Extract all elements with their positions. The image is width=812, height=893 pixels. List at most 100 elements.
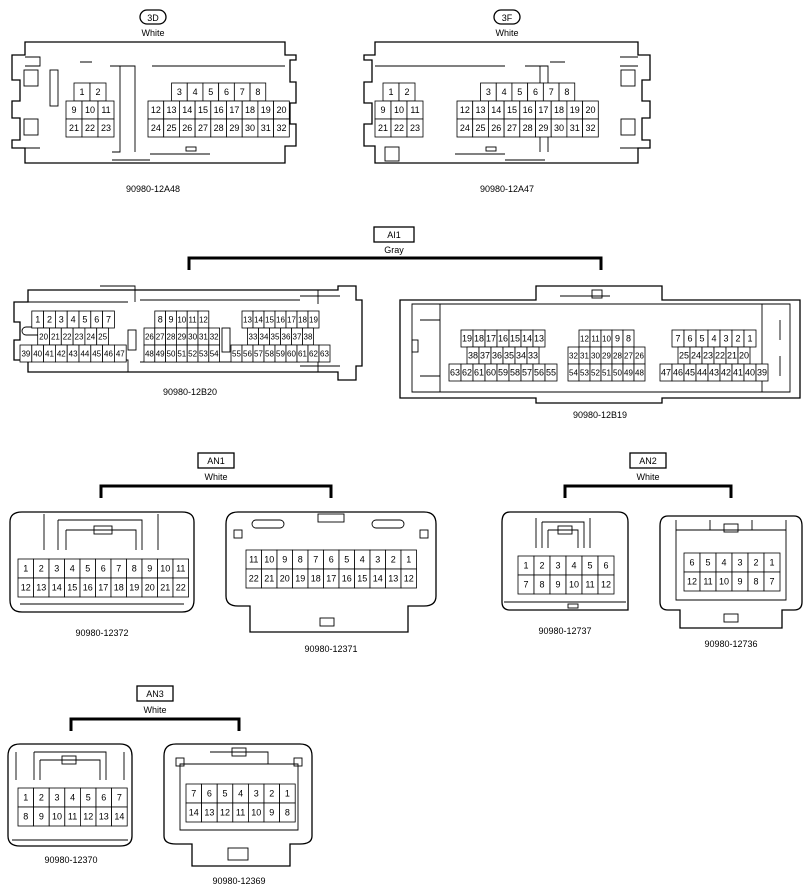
pin-number: 16 — [342, 574, 352, 584]
pin-number: 7 — [117, 793, 122, 803]
housing-latch — [93, 525, 113, 535]
pin-cell — [406, 118, 424, 138]
connector-housing-12369 — [163, 743, 313, 867]
pin-number: 19 — [295, 574, 305, 584]
pin-number: 50 — [167, 350, 176, 359]
pin-number: 13 — [388, 574, 398, 584]
housing-slot — [251, 519, 285, 529]
pin-number: 9 — [39, 812, 44, 822]
pin-cell — [582, 118, 599, 138]
housing-latch — [23, 118, 39, 136]
part-number: 90980-12737 — [538, 626, 591, 636]
pin-number: 57 — [522, 368, 532, 378]
pin-number: 19 — [570, 105, 580, 115]
housing-slot — [221, 327, 231, 353]
pin-number: 49 — [156, 350, 165, 359]
pin-number: 62 — [309, 350, 318, 359]
connector-housing-12b19 — [399, 285, 801, 404]
pin-number: 56 — [243, 350, 252, 359]
pin-number: 7 — [191, 789, 196, 799]
connector-color: White — [495, 28, 518, 38]
pin-number: 5 — [705, 558, 710, 568]
pin-number: 10 — [177, 316, 186, 325]
pin-number: 3 — [54, 793, 59, 803]
housing-slot — [127, 329, 137, 351]
tag-box — [136, 685, 174, 702]
pin-number: 58 — [265, 350, 274, 359]
tag-oval — [493, 9, 521, 25]
pin-number: 3 — [54, 564, 59, 574]
pin-number: 20 — [280, 574, 290, 584]
pin-number: 55 — [232, 350, 241, 359]
pin-number: 4 — [360, 555, 365, 565]
pin-number: 7 — [106, 315, 111, 325]
pin-number: 62 — [462, 368, 472, 378]
pin-number: 1 — [285, 789, 290, 799]
pin-number: 6 — [224, 87, 229, 97]
pin-number: 15 — [510, 334, 520, 344]
pin-number: 19 — [261, 105, 271, 115]
housing-slot — [175, 757, 185, 767]
pin-number: 20 — [739, 351, 749, 361]
pin-number: 11 — [176, 564, 185, 574]
pin-number: 13 — [243, 316, 252, 325]
pin-number: 12 — [151, 105, 161, 115]
connector-housing-12b20 — [13, 285, 363, 381]
pin-number: 10 — [394, 105, 404, 115]
pin-number: 4 — [711, 334, 716, 344]
pin-number: 22 — [394, 123, 404, 133]
housing-inner-line — [20, 514, 184, 605]
housing-inner-line — [675, 520, 787, 601]
pin-number: 2 — [753, 558, 758, 568]
pin-number: 21 — [160, 583, 170, 593]
pin-number: 12 — [83, 812, 93, 822]
pin-number: 16 — [523, 105, 533, 115]
pin-number: 3 — [254, 789, 259, 799]
pin-number: 8 — [298, 555, 303, 565]
pin-cell — [114, 344, 127, 363]
pin-number: 4 — [70, 564, 75, 574]
pin-number: 30 — [554, 123, 564, 133]
pin-number: 31 — [570, 123, 580, 133]
pin-number: 21 — [378, 123, 388, 133]
connector-housing-12371 — [225, 511, 437, 633]
pin-cell — [597, 574, 615, 595]
connector-color: Gray — [384, 245, 404, 255]
housing-slot — [567, 603, 579, 609]
pin-number: 54 — [569, 369, 578, 378]
pin-number: 21 — [727, 351, 737, 361]
pin-number: 36 — [492, 351, 502, 361]
pin-number: 3 — [375, 555, 380, 565]
pin-number: 6 — [687, 334, 692, 344]
housing-latch — [723, 523, 739, 533]
pin-number: 1 — [747, 334, 752, 344]
pin-number: 7 — [769, 577, 774, 587]
pin-number: 7 — [240, 87, 245, 97]
connector-housing-12370 — [7, 743, 133, 847]
pin-number: 34 — [260, 333, 269, 342]
connector-tag: AI1 — [387, 230, 401, 240]
pin-number: 52 — [188, 350, 197, 359]
connector-color: White — [636, 472, 659, 482]
housing-latch — [620, 118, 636, 136]
pin-number: 6 — [603, 561, 608, 571]
pin-number: 2 — [391, 555, 396, 565]
pin-number: 8 — [564, 87, 569, 97]
pin-number: 59 — [276, 350, 285, 359]
connector-housing-12737 — [501, 511, 629, 611]
pin-number: 11 — [591, 335, 600, 344]
housing-inner-line — [25, 56, 285, 161]
pin-number: 8 — [23, 812, 28, 822]
part-number: 90980-12372 — [75, 628, 128, 638]
housing-latch — [61, 755, 77, 765]
pin-number: 15 — [357, 574, 367, 584]
connector-housing-12736 — [659, 515, 803, 629]
pin-number: 13 — [476, 105, 486, 115]
tag-box — [197, 452, 235, 469]
pin-number: 45 — [685, 368, 695, 378]
pin-number: 7 — [313, 555, 318, 565]
